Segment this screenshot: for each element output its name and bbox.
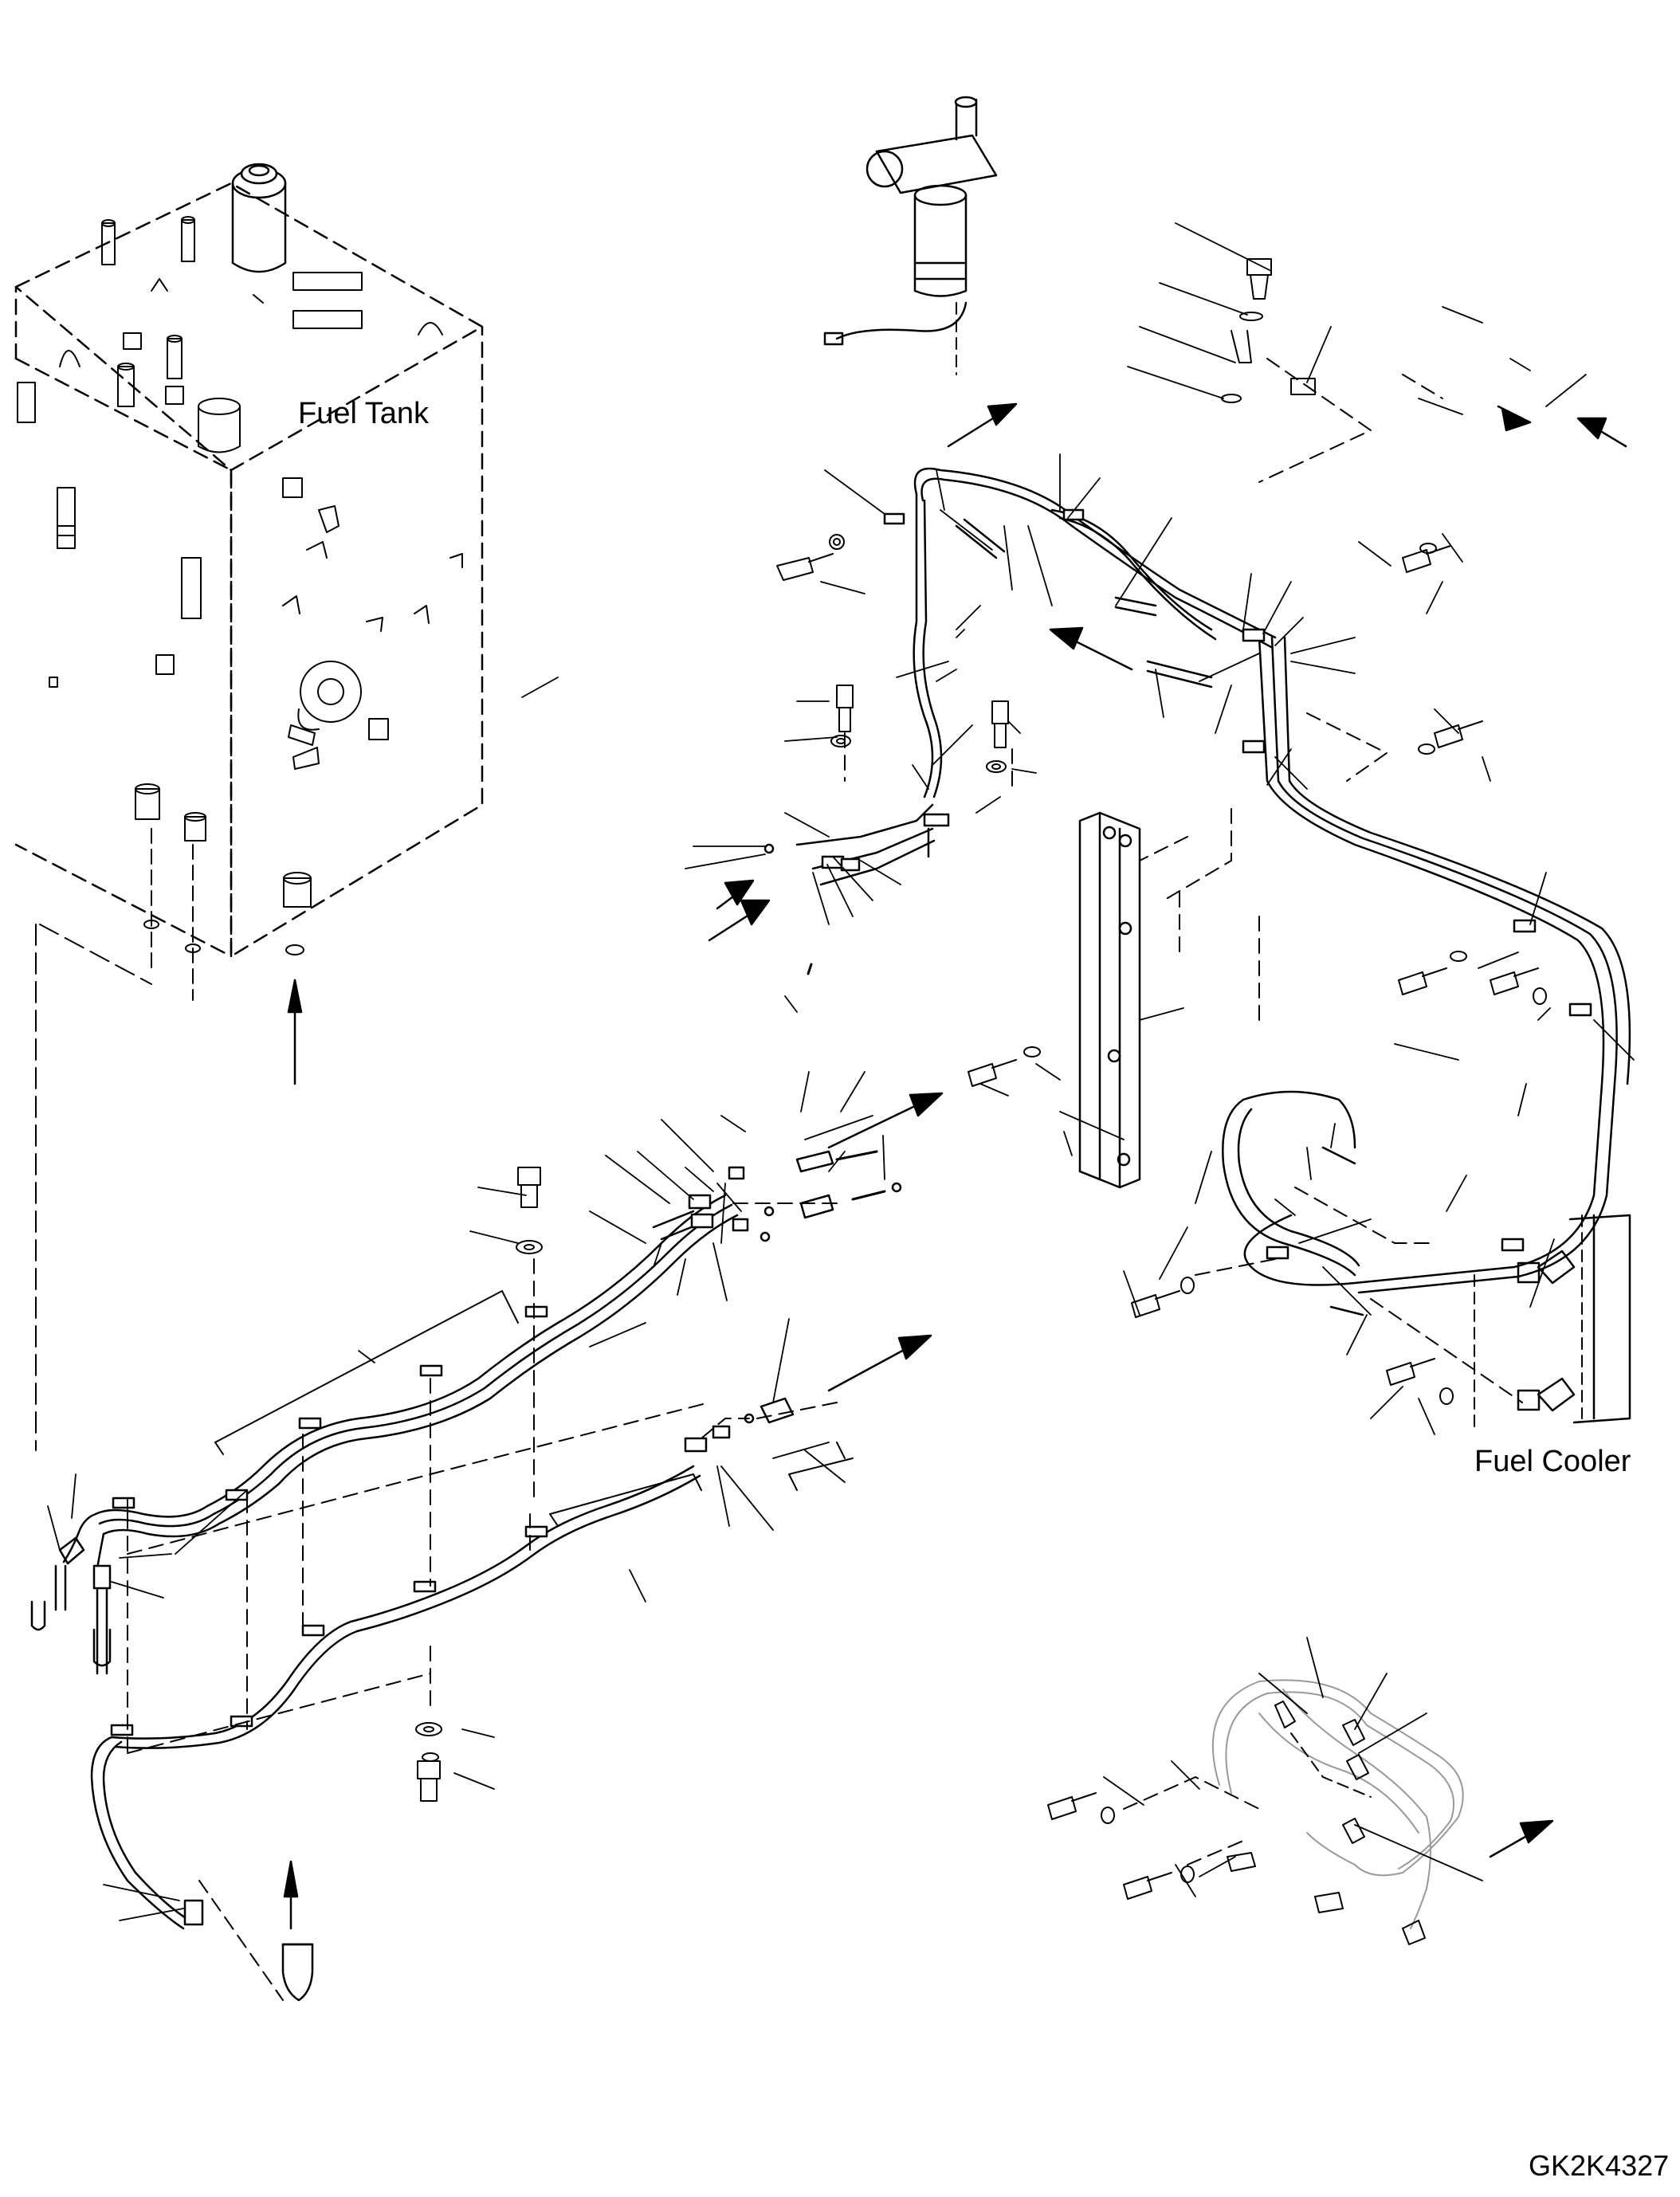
inset-detail [1211,1679,1464,1945]
upper-fuel-lines [763,467,1631,1316]
fuel-cooler [1474,1214,1631,1427]
tank-side-brackets [17,382,463,770]
fuel-filter-pump [823,96,998,375]
fuel-tank-label: Fuel Tank [298,397,430,430]
filler-cap [231,163,287,273]
flow-arrows-upper [708,402,1627,942]
dashed-leaders [127,358,1523,2001]
fuel-tank [14,163,484,1451]
callout-brackets [214,1290,854,1527]
fuel-cooler-label: Fuel Cooler [1474,1445,1631,1478]
flow-arrows-lower [283,1092,1554,1930]
lower-fuel-lines [30,1150,902,2002]
support-bracket [1078,811,1141,1189]
tank-top-bosses [59,216,443,453]
tank-drain-plugs [135,783,312,955]
callout-leaders [47,222,1635,1921]
drawing-code-label: GK2K4327 [1529,2149,1670,2182]
bolts-washers [415,258,1547,1900]
